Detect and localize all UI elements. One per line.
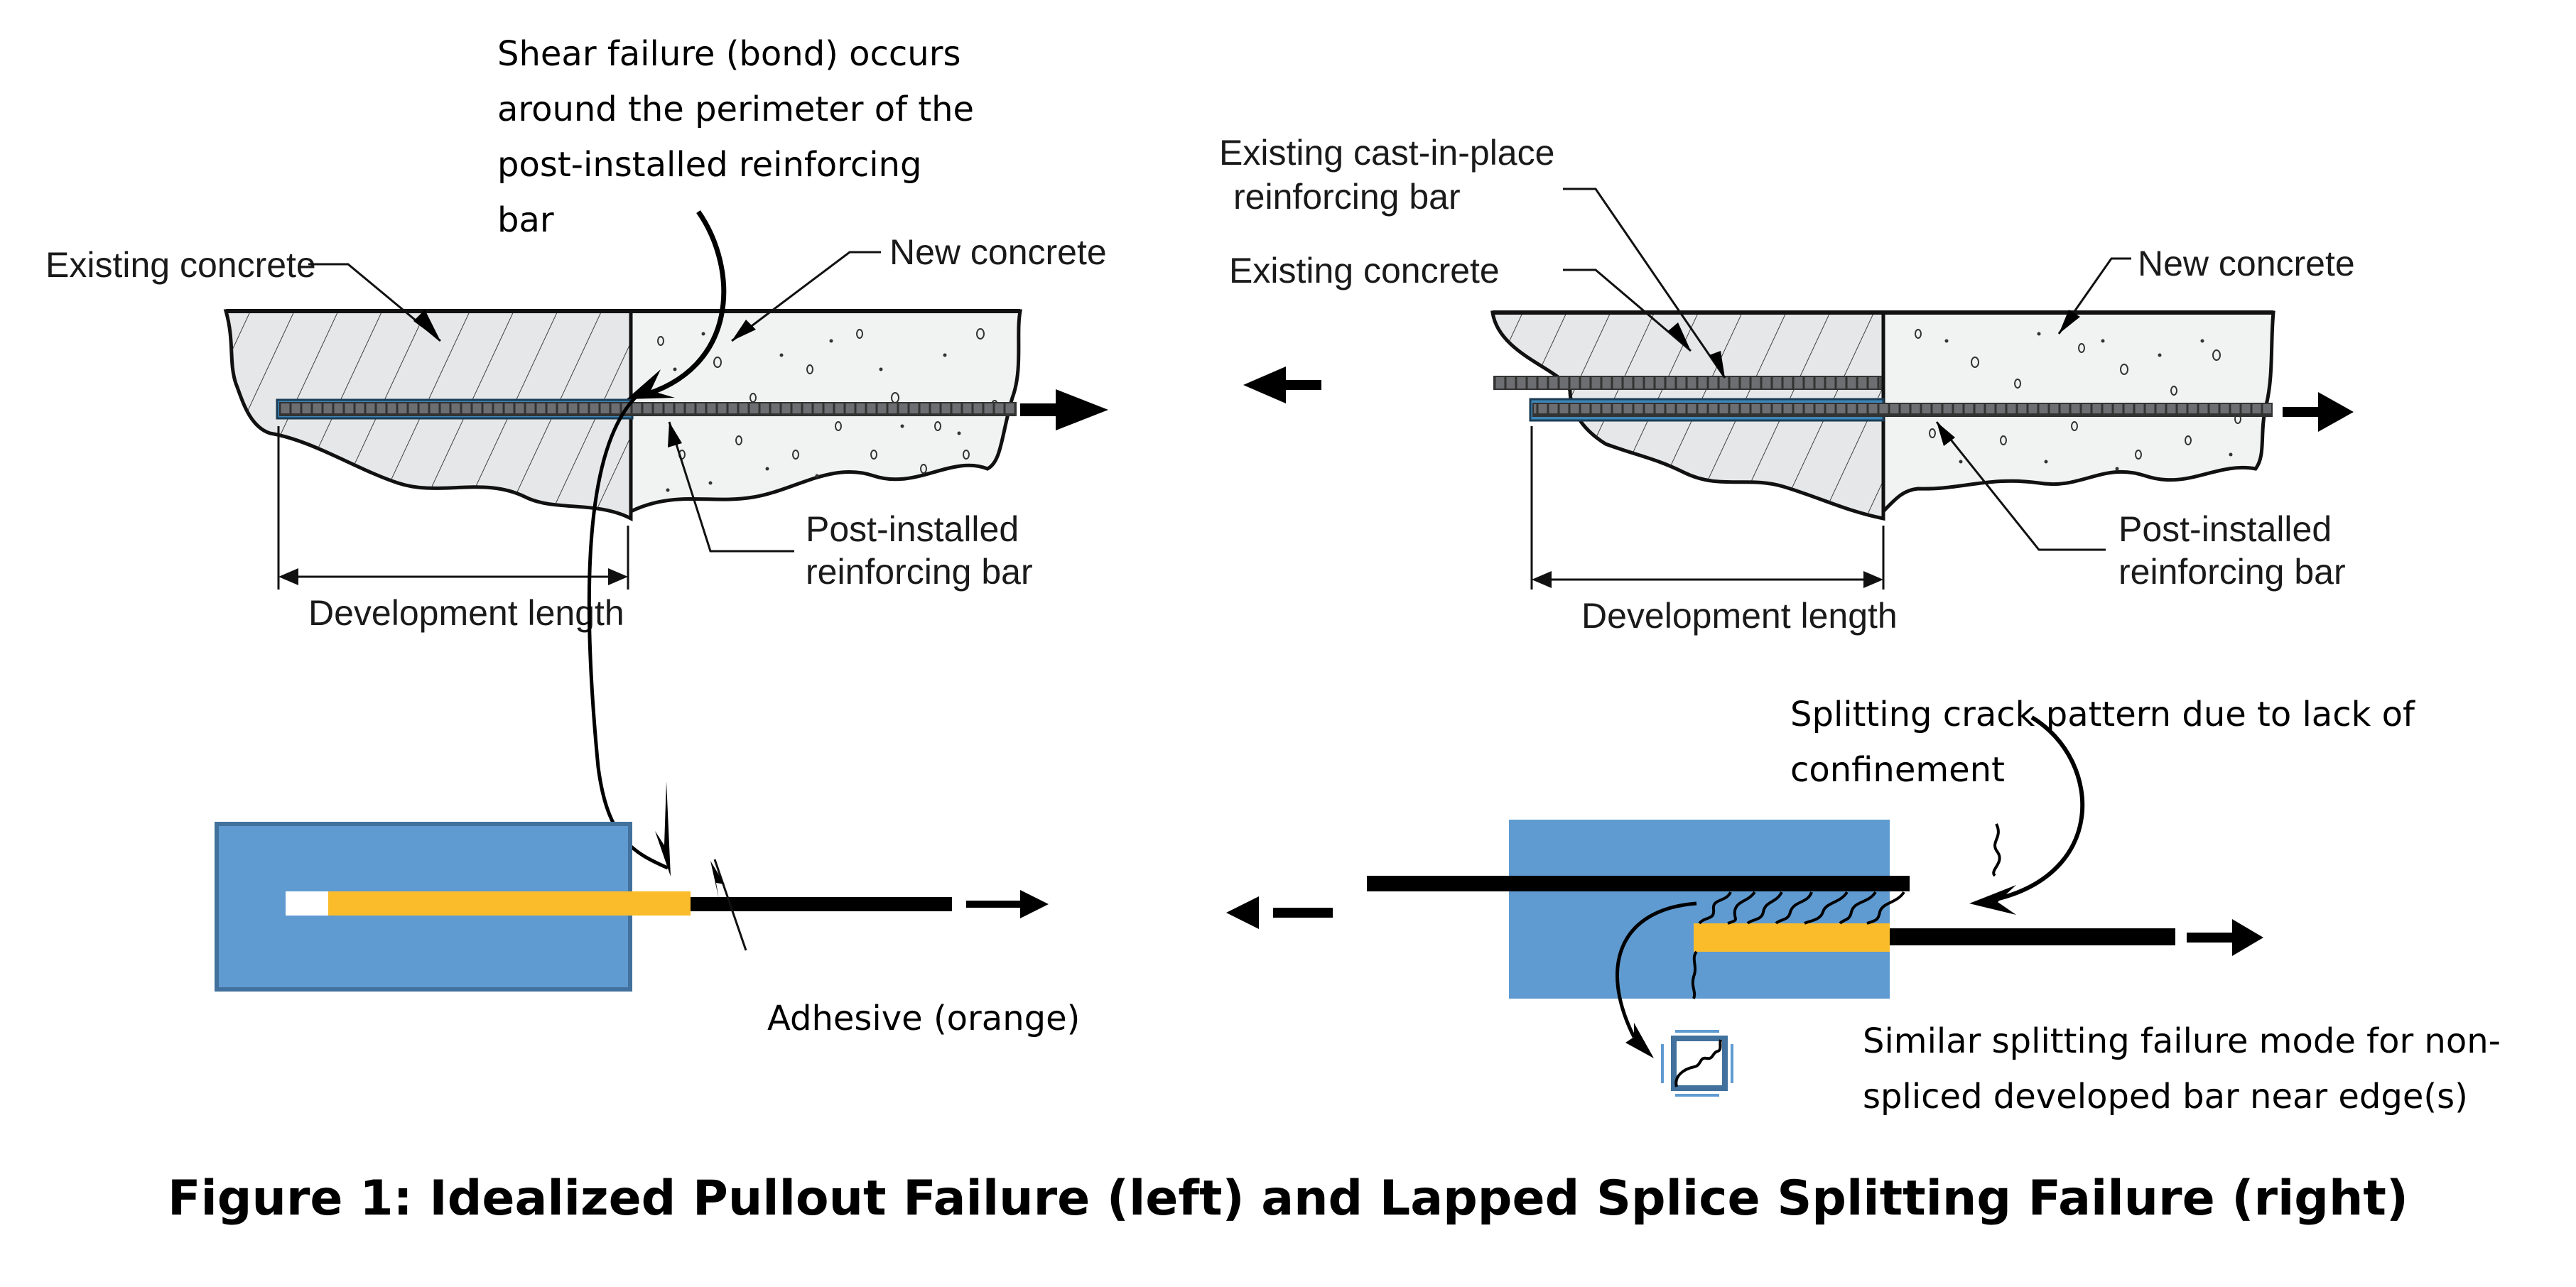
shear-arrow-to-interface (639, 210, 727, 399)
left-schematic-tension-arrow-icon (966, 890, 1049, 918)
figure-caption: Figure 1: Idealized Pullout Failure (lef… (168, 1171, 2408, 1227)
splice-compression-arrow-icon (1226, 896, 1333, 929)
right-dim-arrow-right (1863, 571, 1883, 588)
leader-existing-cip-bar (1563, 188, 1726, 379)
left-schematic: Adhesive (orange) (215, 822, 1080, 1038)
right-aggregate-specks (1944, 332, 2233, 471)
right-post-installed-rebar (1532, 403, 2273, 417)
leader-existing-concrete-right (1563, 268, 1692, 352)
right-compression-arrow-icon (1243, 366, 1321, 403)
label-existing-cip-bar: Existing cast-in-place reinforcing bar (1219, 133, 1564, 217)
splitting-note-arrow (1981, 715, 2085, 904)
left-top-labels: Existing concrete New concrete Post-inst… (45, 232, 1107, 633)
right-dim-arrow-left (1532, 571, 1552, 588)
detail-arrow-head (1625, 1023, 1654, 1058)
detail-arrow (1616, 901, 1697, 1038)
shear-arrow-head-bottom (655, 781, 671, 876)
label-development-length-right: Development length (1581, 596, 1898, 636)
edge-split-detail-icon (1661, 1030, 1733, 1097)
leader-post-installed-right (1935, 421, 2106, 551)
right-schematic-block (1509, 820, 1890, 999)
right-schematic-adhesive (1694, 923, 1890, 952)
label-development-length-left: Development length (308, 593, 624, 633)
leader-new-concrete-right (2057, 257, 2131, 335)
right-schematic-post-bar (1890, 928, 2175, 945)
leader-post-installed-left (668, 421, 794, 553)
left-post-installed-rebar (279, 402, 1017, 416)
left-dim-arrow-right (608, 568, 628, 585)
leader-new-concrete-left (731, 251, 881, 342)
splitting-crack-note: Splitting crack pattern due to lack of c… (1790, 695, 2425, 790)
right-aggregate (1915, 329, 2241, 460)
label-new-concrete-right: New concrete (2138, 244, 2355, 283)
right-existing-cip-rebar (1493, 376, 1882, 390)
similar-splitting-note: Similar splitting failure mode for non- … (1863, 1021, 2511, 1117)
label-existing-concrete-right: Existing concrete (1229, 251, 1500, 290)
right-top-labels: Existing cast-in-place reinforcing bar E… (1219, 133, 2355, 636)
label-post-installed-right: Post-installed reinforcing bar (2118, 509, 2346, 592)
label-post-installed-left: Post-installed reinforcing bar (806, 509, 1033, 592)
shear-failure-note: Shear failure (bond) occurs around the p… (497, 34, 985, 240)
shear-arrow-head-top (627, 369, 675, 399)
leader-existing-concrete-left (308, 263, 441, 342)
splitting-cracks (1691, 823, 2001, 999)
leader-adhesive (713, 859, 747, 951)
left-schematic-hole (286, 891, 328, 916)
right-tension-arrow-icon (2283, 392, 2354, 432)
splitting-note-arrow-head (1969, 885, 2016, 915)
left-schematic-adhesive (328, 891, 691, 916)
label-existing-concrete-left: Existing concrete (45, 245, 316, 285)
right-concrete-section (1243, 310, 2354, 590)
label-new-concrete-left: New concrete (889, 232, 1107, 272)
left-aggregate-specks (666, 332, 961, 492)
right-schematic: Splitting crack pattern due to lack of c… (1226, 695, 2511, 1117)
left-concrete-section (223, 309, 1108, 590)
left-schematic-bar (691, 897, 952, 911)
splice-tension-arrow-icon (2187, 919, 2263, 956)
left-dim-arrow-left (278, 568, 298, 585)
left-tension-arrow-icon (1020, 389, 1108, 430)
right-schematic-existing-bar (1367, 876, 1910, 891)
label-adhesive: Adhesive (orange) (767, 999, 1080, 1038)
